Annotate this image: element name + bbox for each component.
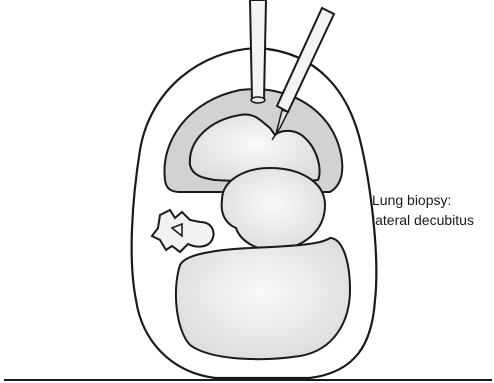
thoracoscope [250,0,266,103]
lower-lung [176,238,350,359]
caption-line-1: Lung biopsy: [372,190,474,210]
figure-caption: Lung biopsy: lateral decubitus [372,190,474,230]
caption-line-2: lateral decubitus [372,210,474,230]
